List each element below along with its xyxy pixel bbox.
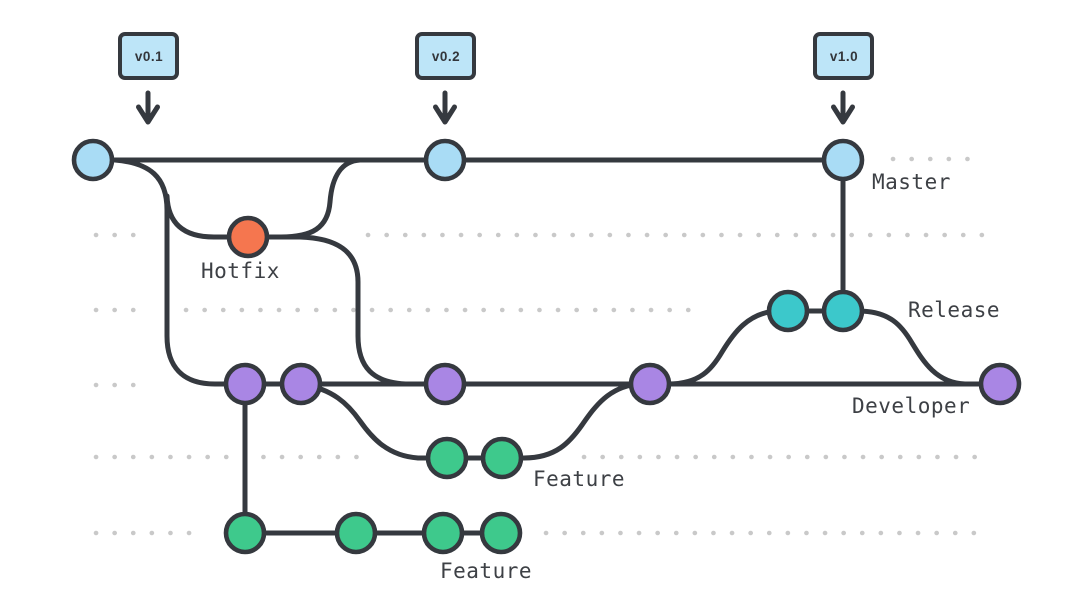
feature-top-merge-line xyxy=(444,381,641,461)
developer-commit-node-3 xyxy=(423,362,467,406)
branch-label-feature-bottom: Feature xyxy=(440,559,532,583)
branch-label-developer: Developer xyxy=(852,394,970,418)
feature-bottom-commit-node-4 xyxy=(479,511,523,555)
version-tag-v0-2: v0.2 xyxy=(415,32,476,125)
hotfix-commit-node xyxy=(226,215,270,259)
developer-commit-node-5 xyxy=(978,362,1022,406)
version-tag-v1-0: v1.0 xyxy=(813,32,874,125)
feature-top-commit-node-1 xyxy=(425,436,469,480)
master-commit-node-3 xyxy=(821,138,865,182)
feature-top-commit-node-2 xyxy=(480,436,524,480)
tag-box xyxy=(118,32,179,80)
down-arrow-icon xyxy=(136,90,160,125)
feature-bottom-commit-node-3 xyxy=(421,511,465,555)
branch-lines xyxy=(90,157,1003,536)
master-to-developer-line xyxy=(112,157,249,387)
tag-label: v1.0 xyxy=(830,49,858,64)
down-arrow-icon xyxy=(831,90,855,125)
developer-commit-node-2 xyxy=(279,362,323,406)
master-commit-node-2 xyxy=(423,138,467,182)
branch-label-hotfix: Hotfix xyxy=(201,259,280,283)
feature-bottom-commit-node-1 xyxy=(223,511,267,555)
branch-label-feature-top: Feature xyxy=(533,467,625,491)
developer-commit-node-4 xyxy=(628,362,672,406)
down-arrow-icon xyxy=(433,90,457,125)
master-commit-node-1 xyxy=(71,138,115,182)
branch-labels: Master Hotfix Release Developer Feature … xyxy=(201,170,1000,583)
dotted-guide-lines xyxy=(93,156,989,536)
hotfix-branch-line xyxy=(164,193,252,240)
release-merge-line xyxy=(840,308,968,387)
branch-label-master: Master xyxy=(872,170,951,194)
feature-top-branch-line xyxy=(298,381,450,461)
tag-label: v0.1 xyxy=(135,49,163,64)
tag-box xyxy=(813,32,874,80)
tag-box xyxy=(415,32,476,80)
feature-bottom-commit-node-2 xyxy=(334,511,378,555)
commit-nodes xyxy=(71,138,1022,555)
branch-label-release: Release xyxy=(908,298,1000,322)
release-commit-node-1 xyxy=(766,289,810,333)
hotfix-merge-to-developer-line xyxy=(245,234,451,387)
version-tag-v0-1: v0.1 xyxy=(118,32,179,125)
release-commit-node-2 xyxy=(821,289,865,333)
release-branch-line xyxy=(647,308,846,387)
version-tags: v0.1 v0.2 v1.0 xyxy=(118,32,874,125)
tag-label: v0.2 xyxy=(432,49,460,64)
developer-commit-node-1 xyxy=(223,362,267,406)
